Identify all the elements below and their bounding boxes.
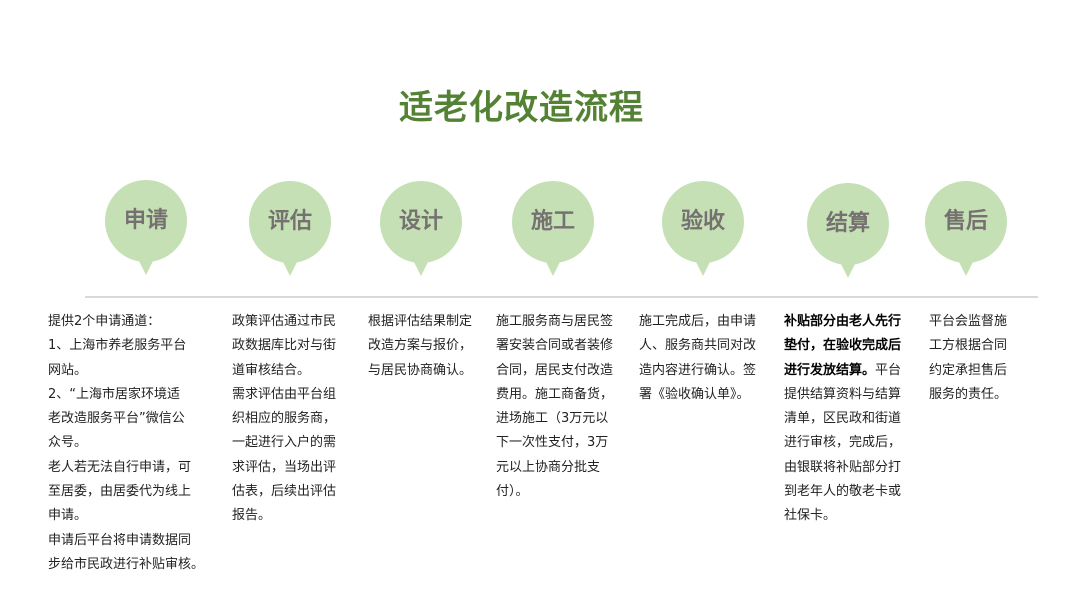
text-line: 进场施工（3万元以: [496, 411, 609, 427]
text-line: 申请后平台将申请数据同: [48, 532, 192, 548]
text-line: 提供2个申请通道：: [48, 314, 161, 329]
text-line: 老改造服务平台”微信公: [48, 411, 185, 427]
text-line: 需求评估由平台组: [232, 386, 337, 402]
step-label: 售后: [943, 209, 988, 234]
description-construct: 施工服务商与居民签 署安装合同或者装修 合同，居民支付改造 费用。施工商备货， …: [496, 310, 613, 504]
bold-text: 垫付，在验收完成后: [784, 338, 902, 354]
text-line: 服务的责任。: [929, 386, 1008, 402]
text-line: 步给市民政进行补贴审核。: [48, 556, 205, 572]
step-label: 设计: [398, 209, 443, 234]
step-bubble-settle: 结算: [807, 183, 889, 265]
text-line: 根据评估结果制定: [368, 314, 473, 329]
text-line: 由银联将补贴部分打: [784, 459, 902, 475]
step-bubble-aftersale: 售后: [925, 181, 1007, 263]
text-line: 政策评估通过市民: [232, 314, 337, 329]
text-line: 至居委，由居委代为线上: [48, 484, 192, 500]
step-bubble-apply: 申请: [105, 180, 187, 262]
text-line: 进行审核，完成后，: [784, 435, 902, 451]
description-assess: 政策评估通过市民 政数据库比对与街 道审核结合。 需求评估由平台组 织相应的服务…: [232, 310, 336, 529]
step-label: 结算: [825, 211, 870, 236]
text-line: 造内容进行确认。签: [639, 362, 757, 378]
text-line: 众号。: [48, 435, 88, 451]
step-label: 评估: [267, 209, 312, 234]
step-label: 施工: [530, 209, 575, 234]
description-aftersale: 平台会监督施 工方根据合同 约定承担售后 服务的责任。: [929, 310, 1007, 407]
step-bubble-accept: 验收: [662, 181, 744, 263]
text-line: 平台会监督施: [929, 314, 1008, 329]
timeline-divider: [85, 296, 1038, 298]
text-line: 到老年人的敬老卡或: [784, 484, 902, 500]
text-line: 报告。: [232, 508, 272, 524]
text-line: 政数据库比对与街: [232, 338, 337, 354]
text-line: 道审核结合。: [232, 362, 311, 378]
description-settle: 补贴部分由老人先行 垫付，在验收完成后 进行发放结算。平台 提供结算资料与结算 …: [784, 310, 901, 529]
description-accept: 施工完成后，由申请 人、服务商共同对改 造内容进行确认。签 署《验收确认单》。: [639, 310, 756, 407]
text-line: 1、上海市养老服务平台: [48, 338, 187, 354]
step-bubble-assess: 评估: [249, 181, 331, 263]
text-line: 约定承担售后: [929, 362, 1008, 378]
text-line: 费用。施工商备货，: [496, 386, 614, 402]
text-line: 织相应的服务商，: [232, 411, 337, 427]
text-line: 施工服务商与居民签: [496, 314, 614, 329]
text-line: 付）。: [496, 484, 529, 500]
text-line: 求评估，当场出评: [232, 459, 337, 475]
step-label: 验收: [680, 209, 725, 234]
text-fragment: 平台: [875, 362, 902, 378]
page-title: 适老化改造流程: [399, 88, 644, 128]
text-line: 清单，区民政和街道: [784, 411, 902, 427]
text-line: 2、“上海市居家环境适: [48, 386, 181, 402]
text-line: 署安装合同或者装修: [496, 338, 614, 354]
step-bubble-design: 设计: [380, 181, 462, 263]
bold-text: 进行发放结算。: [784, 362, 876, 378]
text-line: 申请。: [48, 508, 88, 524]
text-line: 改造方案与报价，: [368, 338, 473, 354]
text-line: 合同，居民支付改造: [496, 362, 614, 378]
text-line: 人、服务商共同对改: [639, 338, 757, 354]
text-line: 与居民协商确认。: [368, 362, 473, 378]
step-bubble-construct: 施工: [512, 181, 594, 263]
step-label: 申请: [123, 208, 168, 233]
text-line: 下一次性支付，3万: [496, 435, 609, 451]
bold-text: 补贴部分由老人先行: [784, 314, 902, 329]
text-line: 元以上协商分批支: [496, 459, 601, 475]
text-line: 署《验收确认单》。: [639, 386, 750, 402]
description-design: 根据评估结果制定 改造方案与报价， 与居民协商确认。: [368, 310, 472, 383]
text-line: 老人若无法自行申请，可: [48, 459, 192, 475]
text-line: 一起进行入户的需: [232, 435, 337, 451]
text-line: 提供结算资料与结算: [784, 386, 902, 402]
text-line: 估表，后续出评估: [232, 484, 337, 500]
text-line: 社保卡。: [784, 508, 837, 524]
text-line: 网站。: [48, 362, 88, 378]
description-apply: 提供2个申请通道： 1、上海市养老服务平台 网站。 2、“上海市居家环境适 老改…: [48, 310, 204, 577]
text-line: 施工完成后，由申请: [639, 314, 757, 329]
text-line: 工方根据合同: [929, 338, 1008, 354]
